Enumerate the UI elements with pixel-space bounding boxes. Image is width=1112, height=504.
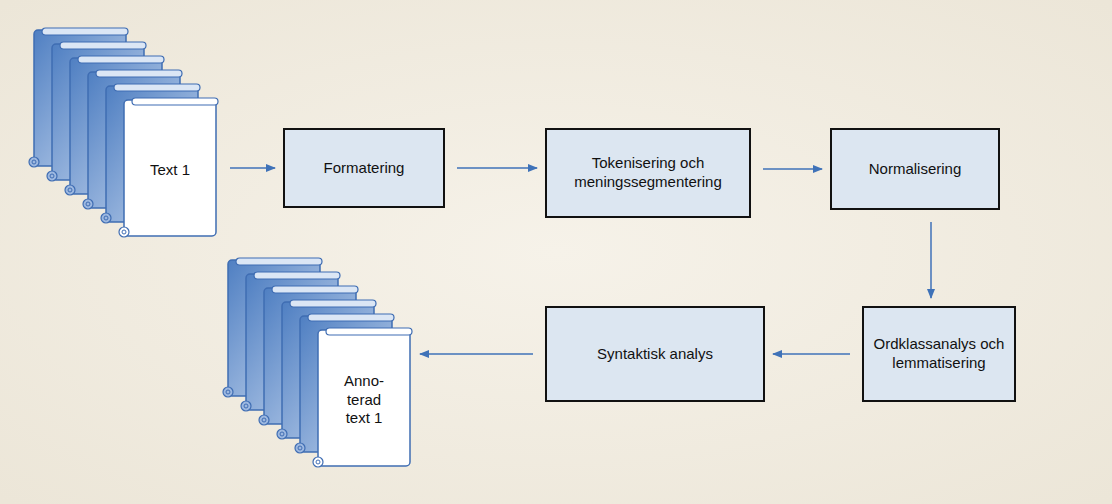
process-label: Syntaktisk analys bbox=[589, 345, 721, 364]
process-box: Formatering bbox=[283, 128, 445, 208]
flow-arrow bbox=[230, 167, 275, 169]
document-stack-drawing bbox=[28, 28, 218, 240]
process-box: Ordklassanalys och lemmatisering bbox=[862, 306, 1016, 402]
process-label: Tokenisering och meningssegmentering bbox=[547, 154, 749, 192]
flow-arrow bbox=[773, 353, 850, 355]
flow-arrow bbox=[930, 222, 932, 298]
process-box: Normalisering bbox=[830, 128, 1000, 210]
document-stack-drawing bbox=[222, 258, 412, 470]
process-box: Tokenisering och meningssegmentering bbox=[545, 128, 751, 218]
document-label: Text 1 bbox=[130, 161, 210, 180]
process-label: Normalisering bbox=[861, 160, 970, 179]
process-label: Formatering bbox=[316, 159, 413, 178]
flow-arrow bbox=[457, 167, 537, 169]
document-stack: Text 1 bbox=[28, 28, 218, 240]
flow-arrow bbox=[763, 168, 822, 170]
process-box: Syntaktisk analys bbox=[545, 306, 765, 402]
document-stack: Anno- terad text 1 bbox=[222, 258, 412, 470]
flow-arrow bbox=[420, 353, 533, 355]
document-label: Anno- terad text 1 bbox=[333, 372, 395, 428]
process-label: Ordklassanalys och lemmatisering bbox=[864, 335, 1014, 373]
